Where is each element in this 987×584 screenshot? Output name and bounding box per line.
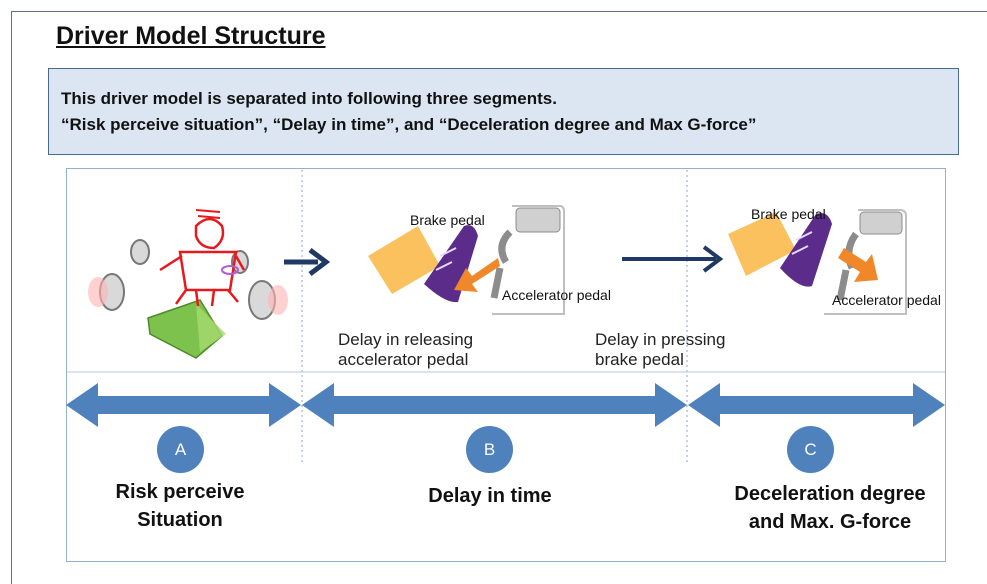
pedal-illustration-1-icon xyxy=(368,205,565,315)
brake-pedal-label-1: Brake pedal xyxy=(410,212,485,228)
intro-line-1: This driver model is separated into foll… xyxy=(61,89,557,108)
segment-badge-a: A xyxy=(157,426,204,473)
segment-title-c: Deceleration degree and Max. G-force xyxy=(734,483,926,533)
pedal-illustration-2-icon xyxy=(728,209,907,315)
segment-arrow-b-icon xyxy=(302,383,687,427)
accelerator-pedal-label-2: Accelerator pedal xyxy=(832,292,941,308)
segment-badge-c: C xyxy=(787,426,834,473)
caption-release-delay: Delay in releasing accelerator pedal xyxy=(338,330,474,369)
page-title: Driver Model Structure xyxy=(56,22,326,50)
segment-title-a: Risk perceive Situation xyxy=(115,481,245,531)
risk-illustration-icon xyxy=(88,209,288,359)
segment-arrow-c-icon xyxy=(688,383,945,427)
intro-box: This driver model is separated into foll… xyxy=(48,68,959,155)
caption-press-delay: Delay in pressing brake pedal xyxy=(595,330,726,369)
segment-badge-b: B xyxy=(466,426,513,473)
arrow-right-icon-2 xyxy=(622,245,724,273)
accelerator-pedal-label-1: Accelerator pedal xyxy=(502,287,611,303)
slide-frame xyxy=(11,11,987,584)
arrow-right-icon-1 xyxy=(284,248,331,276)
segment-arrow-a-icon xyxy=(66,383,301,427)
segment-title-b: Delay in time xyxy=(428,485,552,507)
intro-line-2: “Risk perceive situation”, “Delay in tim… xyxy=(61,115,757,134)
brake-pedal-label-2: Brake pedal xyxy=(751,206,826,222)
